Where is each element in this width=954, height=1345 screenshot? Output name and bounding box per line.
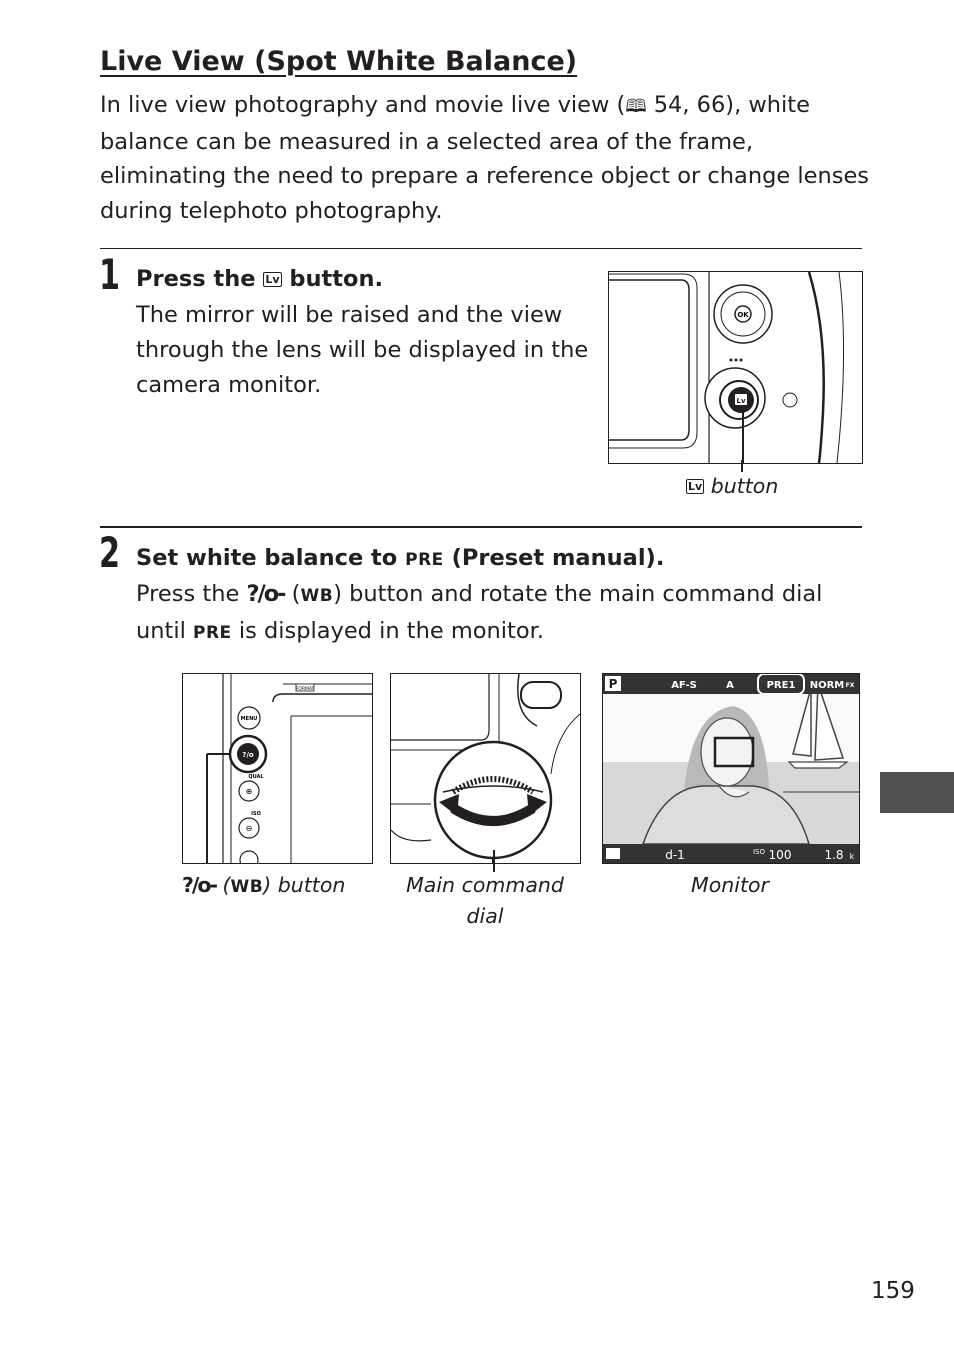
command-dial-illustration (390, 673, 581, 864)
step-body: Press the ?/o- (WB) button and rotate th… (136, 581, 823, 644)
lv-leader-line (741, 460, 743, 472)
menu-label: MENU (241, 716, 258, 722)
live-view-monitor-drawing: P AF-S A PRE1 NORM FX d-1 ISO 100 1.8 k (603, 674, 859, 863)
lv-label: Lv (736, 397, 745, 405)
lv-button-caption: Lv button (686, 474, 779, 498)
quality-indicator: NORM (810, 680, 845, 691)
help-icon-glyph: ?/o (242, 751, 254, 759)
active-d-lighting-indicator: d-1 (665, 848, 685, 862)
step-number: 1 (99, 250, 121, 299)
lv-icon: Lv (686, 479, 705, 494)
exposures-remaining-indicator: 1.8 (824, 848, 843, 862)
zoom-in-icon: ⊕ (246, 787, 253, 796)
divider (100, 248, 862, 250)
step-number: 2 (99, 528, 121, 577)
divider (100, 526, 862, 528)
af-area-indicator: A (726, 680, 734, 691)
help-protect-icon: ?/o- (246, 581, 286, 607)
qual-label: QUAL (248, 774, 264, 780)
lv-icon: Lv (263, 272, 282, 287)
iso-value-indicator: 100 (769, 848, 792, 862)
monitor-illustration: P AF-S A PRE1 NORM FX d-1 ISO 100 1.8 k (602, 673, 860, 864)
mode-indicator: P (609, 677, 618, 691)
page-title: Live View (Spot White Balance) (100, 46, 578, 77)
command-dial-drawing (391, 674, 580, 863)
wb-preset-indicator: PRE1 (767, 680, 796, 691)
camera-back-drawing: OK Lv (609, 272, 862, 463)
dial-leader-line (493, 850, 495, 872)
iso-label-indicator: ISO (753, 848, 766, 856)
camera-back-illustration: OK Lv (608, 271, 863, 464)
monitor-caption: Monitor (691, 873, 769, 897)
ok-label: OK (737, 311, 749, 319)
section-tab (880, 772, 954, 813)
thousands-indicator: k (850, 852, 855, 861)
image-area-indicator: FX (846, 682, 855, 689)
camera-left-buttons-drawing: FORMAT MENU WB ?/o QUAL ⊕ ISO ⊖ (206, 674, 372, 863)
zoom-out-icon: ⊖ (246, 824, 253, 833)
step-heading: Set white balance to PRE (Preset manual)… (136, 545, 665, 571)
book-icon: 🕮 (625, 96, 647, 117)
af-mode-indicator: AF-S (671, 680, 697, 691)
intro-paragraph: In live view photography and movie live … (100, 92, 870, 225)
step-body: The mirror will be raised and the view t… (136, 302, 589, 398)
page-number: 159 (871, 1278, 915, 1304)
wb-button-caption: ?/o- (WB) button (182, 873, 346, 897)
dial-caption: Main command dial (406, 873, 564, 928)
format-label: FORMAT (296, 686, 315, 692)
iso-label: ISO (251, 811, 261, 817)
camera-buttons-illustration: FORMAT MENU WB ?/o QUAL ⊕ ISO ⊖ (182, 673, 373, 864)
step-heading: Press the Lv button. (136, 266, 384, 292)
help-protect-icon: ?/o- (182, 873, 218, 897)
